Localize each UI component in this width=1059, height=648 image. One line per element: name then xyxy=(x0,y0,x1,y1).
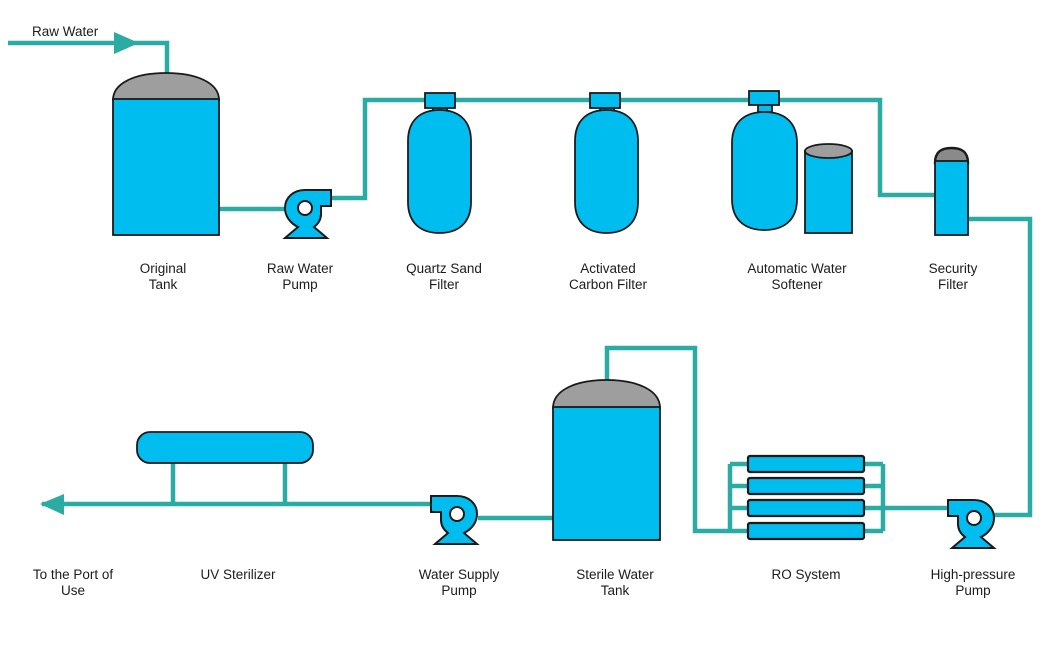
security-filter-body xyxy=(934,160,969,236)
quartz-filter-cap xyxy=(424,92,456,109)
ro-to-sterile-tank-pipe xyxy=(604,345,730,534)
quartz-filter-body xyxy=(407,109,472,234)
ro-left-manifold-pipe xyxy=(727,461,748,534)
softener-cap xyxy=(748,90,780,106)
label-activated-carbon-filter: Activated Carbon Filter xyxy=(569,261,647,292)
original-tank-dome xyxy=(112,72,220,101)
label-line: Activated xyxy=(580,261,636,276)
security-filter-to-hp-pump-pipe xyxy=(968,216,1033,518)
label-security-filter: Security Filter xyxy=(929,261,978,292)
carbon-filter-body xyxy=(574,109,639,234)
label-quartz-sand-filter: Quartz Sand Filter xyxy=(406,261,482,292)
ro-membrane-2 xyxy=(746,476,866,496)
label-automatic-water-softener: Automatic Water Softener xyxy=(747,261,846,292)
raw-water-pump-icon xyxy=(284,189,332,239)
ro-membrane-4 xyxy=(746,521,866,541)
raw-pump-to-filters-pipe xyxy=(325,97,935,201)
uv-sterilizer-body xyxy=(136,431,314,464)
port-of-use-arrow-icon xyxy=(40,494,64,515)
label-line: Pump xyxy=(282,276,318,292)
original-tank-body xyxy=(112,98,220,236)
label-line: Pump xyxy=(441,582,477,598)
sterile-tank-body xyxy=(552,406,661,541)
label-line: Automatic Water xyxy=(747,261,847,276)
sterile-tank-dome xyxy=(552,379,661,409)
label-uv-sterilizer: UV Sterilizer xyxy=(200,567,275,583)
label-sterile-water-tank: Sterile Water Tank xyxy=(576,567,654,598)
label-line: Pump xyxy=(955,582,991,598)
uv-sterilizer-stub-pipes xyxy=(170,462,288,504)
label-raw-water-pump: Raw Water Pump xyxy=(267,261,333,292)
label-line: UV Sterilizer xyxy=(200,567,276,582)
raw-water-arrow-icon xyxy=(114,32,139,54)
brine-tank-top xyxy=(804,143,853,159)
label-line: Use xyxy=(60,582,86,598)
security-filter-dome xyxy=(933,146,970,165)
ro-right-manifold-pipe xyxy=(863,461,886,534)
label-line: Original xyxy=(139,261,187,276)
label-to-the-port-of-use: To the Port of Use xyxy=(33,567,113,598)
carbon-filter-cap xyxy=(589,92,621,109)
water-supply-pump-icon xyxy=(430,495,478,545)
label-line: Tank xyxy=(148,276,178,292)
label-line: Security xyxy=(928,261,978,276)
softener-body xyxy=(731,111,798,231)
raw-water-inlet-pipe xyxy=(8,40,170,76)
label-high-pressure-pump: High-pressure Pump xyxy=(931,567,1016,598)
high-pressure-pump-icon xyxy=(947,499,995,549)
ro-membrane-3 xyxy=(746,498,866,518)
label-raw-water: Raw Water xyxy=(32,24,99,39)
label-line: Raw Water xyxy=(266,261,334,276)
label-line: Filter xyxy=(428,276,459,292)
label-line: Tank xyxy=(600,582,630,598)
brine-tank-body xyxy=(804,150,853,234)
ro-membrane-1 xyxy=(746,454,866,474)
label-line: Sterile Water xyxy=(576,567,654,582)
label-ro-system: RO System xyxy=(771,567,840,583)
label-line: Water Supply xyxy=(418,567,500,582)
label-line: Softener xyxy=(771,276,823,292)
label-original-tank: Original Tank xyxy=(140,261,187,292)
label-water-supply-pump: Water Supply Pump xyxy=(419,567,500,598)
label-line: To the Port of xyxy=(32,567,114,582)
label-line: RO System xyxy=(771,567,841,582)
label-line: Filter xyxy=(938,276,968,292)
label-line: High-pressure xyxy=(930,567,1016,582)
label-line: Carbon Filter xyxy=(568,276,648,292)
label-line: Quartz Sand xyxy=(406,261,482,276)
